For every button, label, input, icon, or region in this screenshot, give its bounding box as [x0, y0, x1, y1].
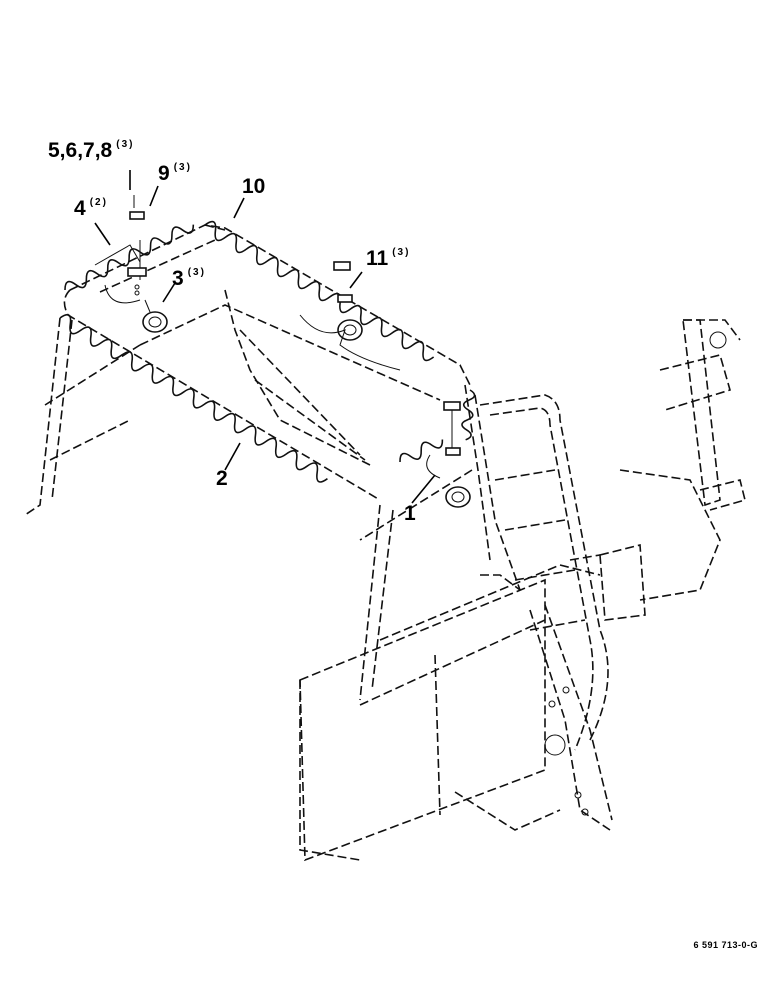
callout-quantity: (3)	[392, 247, 411, 258]
canopy-frame	[24, 224, 609, 751]
callout-2: 2	[216, 468, 232, 489]
callout-number: 5,6,7,8	[48, 139, 113, 162]
callout-1: 1	[404, 503, 420, 524]
callout-number: 9	[158, 162, 170, 185]
callout-number: 3	[172, 267, 184, 290]
callout-4: 4(2)	[74, 197, 108, 220]
mount-hardware	[129, 195, 145, 296]
baler-body	[299, 319, 746, 862]
callout-quantity: (3)	[173, 162, 192, 173]
figure-part-number: 6 591 713-0-G	[693, 940, 758, 950]
callout-number: 2	[216, 467, 228, 490]
callout-quantity: (3)	[116, 139, 135, 150]
callout-number: 4	[74, 197, 86, 220]
lamp-middle	[299, 261, 401, 371]
callout-10: 10	[242, 176, 269, 197]
callout-3: 3(3)	[172, 267, 206, 290]
callout-5-6-7-8: 5,6,7,8(3)	[48, 139, 135, 162]
callout-number: 11	[366, 247, 389, 270]
callout-arrows	[94, 170, 436, 504]
lamp-right	[426, 401, 471, 508]
callout-number: 10	[242, 175, 266, 198]
callout-number: 1	[404, 502, 416, 525]
lamp-left	[94, 240, 168, 333]
callout-11: 11(3)	[366, 247, 411, 270]
wire-harness	[59, 220, 476, 483]
callout-9: 9(3)	[158, 162, 192, 185]
callout-quantity: (3)	[187, 267, 206, 278]
callout-quantity: (2)	[89, 197, 108, 208]
